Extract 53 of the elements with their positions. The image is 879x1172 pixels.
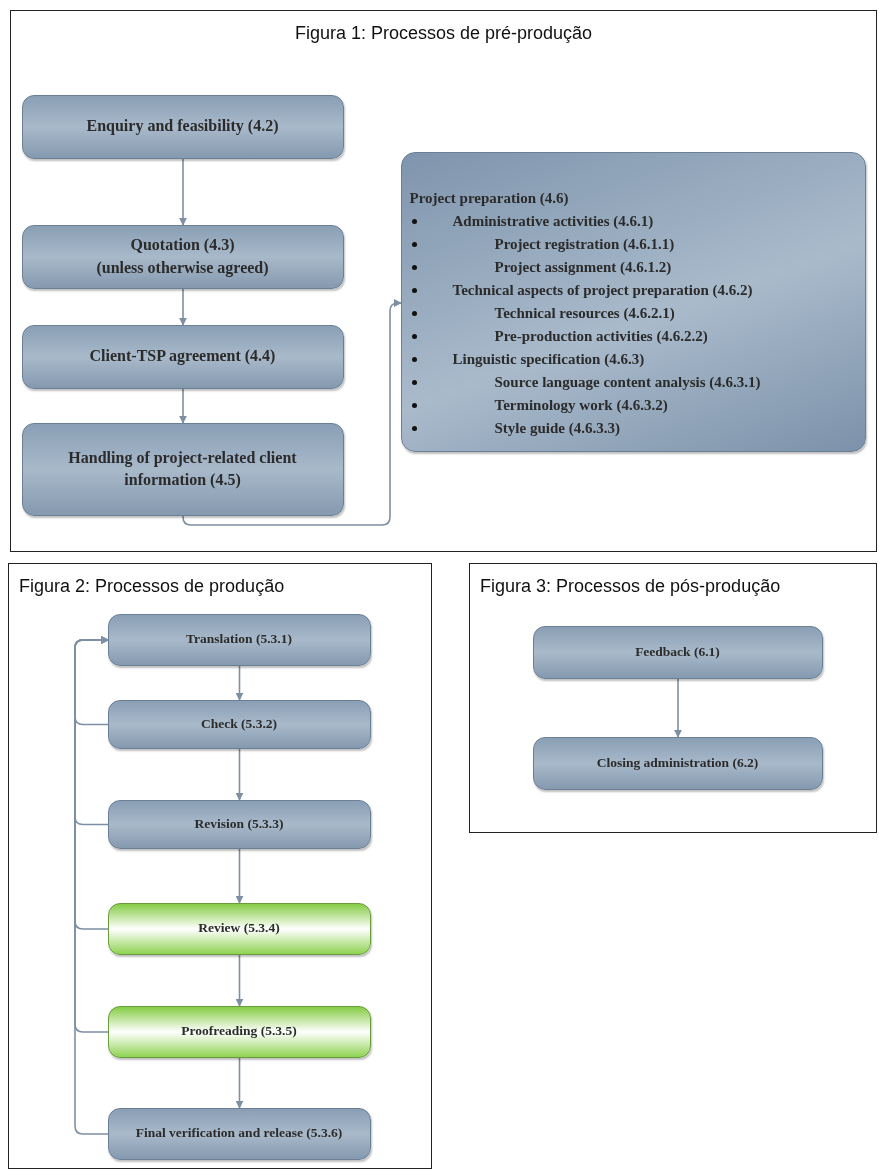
list-item: Style guide (4.6.3.3) xyxy=(494,419,620,437)
figure-panel xyxy=(10,10,877,552)
arrow xyxy=(235,1057,244,1109)
arrow xyxy=(179,388,187,424)
box-label: Feedback (6.1) xyxy=(635,642,720,661)
process-box xyxy=(107,699,371,749)
list-item: Technical aspects of project preparation (4.6.2) xyxy=(452,281,753,299)
box-label: Quotation (4.3) xyxy=(130,235,235,256)
process-box xyxy=(107,902,371,955)
list-item: Project assignment (4.6.1.2) xyxy=(494,258,672,276)
list-item: Terminology work (4.6.3.2) xyxy=(494,396,668,414)
arrow xyxy=(235,954,244,1007)
arrow xyxy=(74,636,109,1135)
box-label: Handling of project-related client information (4.5) xyxy=(67,447,298,491)
box-label: Final verification and release (5.3.6) xyxy=(135,1124,343,1143)
box-label: Review (5.3.4) xyxy=(198,919,280,938)
list-item: Source language content analysis (4.6.3.1) xyxy=(494,373,761,391)
box-label: Check (5.3.2) xyxy=(200,714,278,733)
process-box xyxy=(107,1107,371,1160)
process-box xyxy=(532,736,823,790)
list-item: Linguistic specification (4.6.3) xyxy=(452,350,645,368)
list-item: Technical resources (4.6.2.1) xyxy=(494,304,675,322)
figure-panel xyxy=(8,563,432,1169)
list-item: Administrative activities (4.6.1) xyxy=(452,212,654,230)
process-box xyxy=(107,613,371,666)
box-label: (unless otherwise agreed) xyxy=(96,257,269,279)
arrow xyxy=(235,848,244,904)
panel-title: Figura 2: Processos de produção xyxy=(19,576,285,597)
figure-panel xyxy=(469,563,877,833)
process-box xyxy=(107,799,371,849)
process-box xyxy=(21,324,344,389)
process-box xyxy=(107,1005,371,1058)
arrow xyxy=(674,678,682,738)
box-heading: Project preparation (4.6) xyxy=(409,189,569,207)
arrow xyxy=(179,288,187,326)
list-item: Project registration (4.6.1.1) xyxy=(494,235,675,253)
list-item: Pre-production activities (4.6.2.2) xyxy=(494,327,708,345)
process-box xyxy=(21,422,344,516)
panel-title: Figura 3: Processos de pós-produção xyxy=(480,576,781,597)
box-label: Translation (5.3.1) xyxy=(186,630,292,649)
arrow xyxy=(235,665,244,701)
arrow xyxy=(235,748,244,801)
box-label: Closing administration (6.2) xyxy=(596,753,759,772)
process-box xyxy=(400,151,866,452)
box-label: Proofreading (5.3.5) xyxy=(181,1022,297,1041)
process-box xyxy=(21,224,344,289)
box-label: Enquiry and feasibility (4.2) xyxy=(86,116,279,137)
process-box xyxy=(21,94,344,159)
box-label: Client-TSP agreement (4.4) xyxy=(89,346,276,367)
process-box xyxy=(532,625,823,679)
arrow xyxy=(179,158,187,226)
panel-title: Figura 1: Processos de pré-produção xyxy=(294,23,593,44)
box-label: Revision (5.3.3) xyxy=(194,814,284,833)
